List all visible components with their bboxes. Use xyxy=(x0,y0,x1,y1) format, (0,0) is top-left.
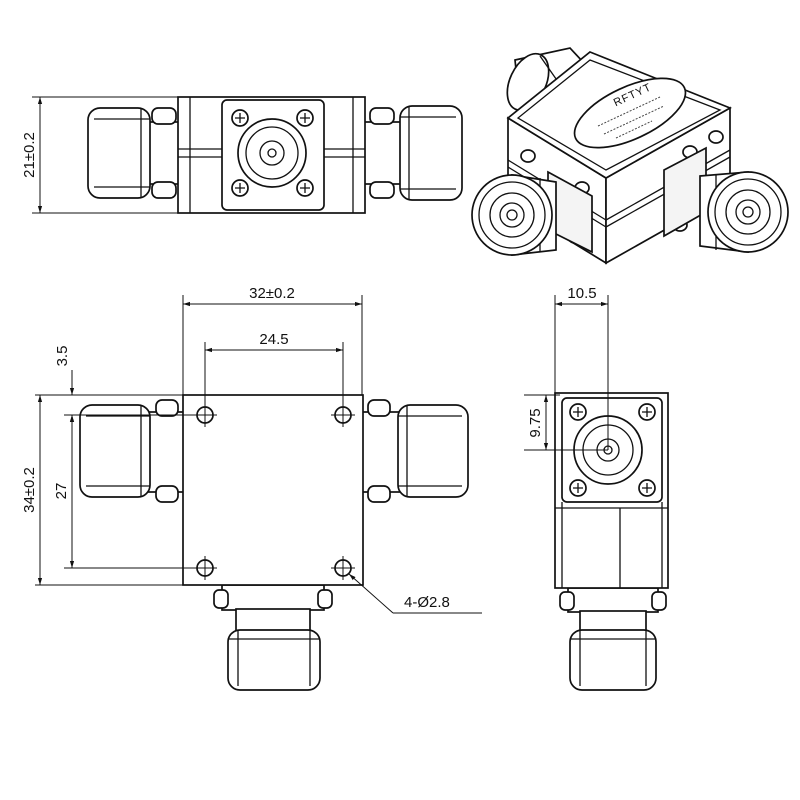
leader-line xyxy=(348,573,394,614)
connector-cylinder xyxy=(399,105,463,201)
dimension-hole-spacing-y: 27 xyxy=(53,415,205,569)
nut-bump-bottom xyxy=(369,181,395,199)
flange-screw xyxy=(231,179,249,197)
screw-cross xyxy=(235,113,245,123)
screw-cross xyxy=(300,183,310,193)
label-text-line xyxy=(597,96,661,127)
dimension-label: 34±0.2 xyxy=(21,467,38,513)
top-view: 32±0.2 24.5 3.5 34±0.2 27 xyxy=(21,285,482,691)
nut-bump-top xyxy=(155,399,179,417)
connector-stub xyxy=(361,411,401,493)
flange-screw xyxy=(569,479,587,497)
dimension-label: 3.5 xyxy=(54,346,71,367)
connector-stub xyxy=(362,121,402,185)
dimension-label: 32±0.2 xyxy=(249,285,295,302)
dimension-width-32: 32±0.2 xyxy=(182,285,363,395)
nut-bump-right xyxy=(317,589,333,609)
connector-end-pin xyxy=(506,209,518,221)
flange-screw xyxy=(296,109,314,127)
hole-centerline xyxy=(331,556,355,580)
nut-bump-left xyxy=(559,591,575,611)
connector-end-dielectric xyxy=(735,199,761,225)
dimension-offset-x: 10.5 xyxy=(554,285,609,450)
center-connector-outer xyxy=(237,118,307,188)
circulator-body xyxy=(182,394,364,586)
screw-cross xyxy=(573,407,583,417)
flange-screw xyxy=(569,403,587,421)
connector-cylinder xyxy=(79,404,151,498)
connector-cylinder xyxy=(397,404,469,498)
right-connector xyxy=(362,105,463,201)
isometric-view: RFTYT xyxy=(471,47,789,265)
connector-end-ring xyxy=(725,189,771,235)
screw-cross xyxy=(642,483,652,493)
connector-flange xyxy=(221,584,325,611)
hole-centerline xyxy=(331,403,355,427)
screw-cross xyxy=(573,483,583,493)
connector-cylinder xyxy=(227,629,321,691)
side-view-top: 21±0.2 xyxy=(21,96,463,214)
connector-end-pin xyxy=(742,206,754,218)
flange-screw xyxy=(638,479,656,497)
screw-cross xyxy=(235,183,245,193)
center-connector-ring xyxy=(245,126,299,180)
connector-nut xyxy=(235,608,311,633)
dimension-offset-y: 9.75 xyxy=(524,394,608,451)
flange-screw xyxy=(296,179,314,197)
screw-head xyxy=(520,149,536,163)
bottom-port-connector xyxy=(213,584,333,691)
flange-screw xyxy=(638,403,656,421)
hole-callout: 4-Ø2.8 xyxy=(348,573,482,614)
screw-cross xyxy=(300,113,310,123)
flange-screw xyxy=(231,109,249,127)
connector-end-dielectric xyxy=(499,202,525,228)
connector-flange xyxy=(567,587,659,613)
center-connector-dielectric xyxy=(259,140,285,166)
callout-label: 4-Ø2.8 xyxy=(404,594,450,611)
connector-stub xyxy=(147,121,181,185)
nut-bump-bottom xyxy=(155,485,179,503)
right-iso-connector xyxy=(663,146,789,253)
mounting-hole xyxy=(331,403,355,427)
dimension-label: 24.5 xyxy=(259,331,288,348)
nut-bump-bottom xyxy=(151,181,177,199)
label-ellipse xyxy=(573,77,687,149)
dimension-hole-offset-y: 3.5 xyxy=(35,346,205,440)
connector-stub xyxy=(147,411,185,493)
dimension-height-34: 34±0.2 xyxy=(21,395,183,586)
nut-bump-bottom xyxy=(367,485,391,503)
label-text-line xyxy=(615,120,653,139)
connector-end-outer xyxy=(707,171,789,253)
side-view-right: 10.5 9.75 xyxy=(524,285,669,691)
nut-bump-right xyxy=(651,591,667,611)
screw-cross xyxy=(642,407,652,417)
front-left-connector xyxy=(471,170,593,256)
dimension-label: 9.75 xyxy=(527,408,544,437)
bottom-port-connector xyxy=(559,587,667,691)
nut-bump-top xyxy=(151,107,177,125)
connector-end-outer xyxy=(471,174,553,256)
dimension-height-21: 21±0.2 xyxy=(21,96,178,214)
center-connector-pin xyxy=(267,148,277,158)
nut-bump-top xyxy=(369,107,395,125)
connector-cylinder xyxy=(569,629,657,691)
connector-end-thread xyxy=(714,178,782,246)
right-port-connector xyxy=(361,399,469,503)
dimension-hole-spacing-x: 24.5 xyxy=(204,331,344,405)
connector-nut xyxy=(579,610,647,633)
connector-end-thread xyxy=(478,181,546,249)
nut-bump-left xyxy=(213,589,229,609)
mounting-hole xyxy=(331,556,355,580)
dimension-label: 10.5 xyxy=(567,285,596,302)
screw-head xyxy=(708,130,724,144)
dimension-label: 27 xyxy=(53,483,70,500)
connector-cylinder xyxy=(87,107,151,199)
left-connector xyxy=(87,107,181,199)
label-text-line xyxy=(603,105,665,135)
nut-bump-top xyxy=(367,399,391,417)
connector-end-ring xyxy=(489,192,535,238)
dimension-label: 21±0.2 xyxy=(21,132,38,178)
